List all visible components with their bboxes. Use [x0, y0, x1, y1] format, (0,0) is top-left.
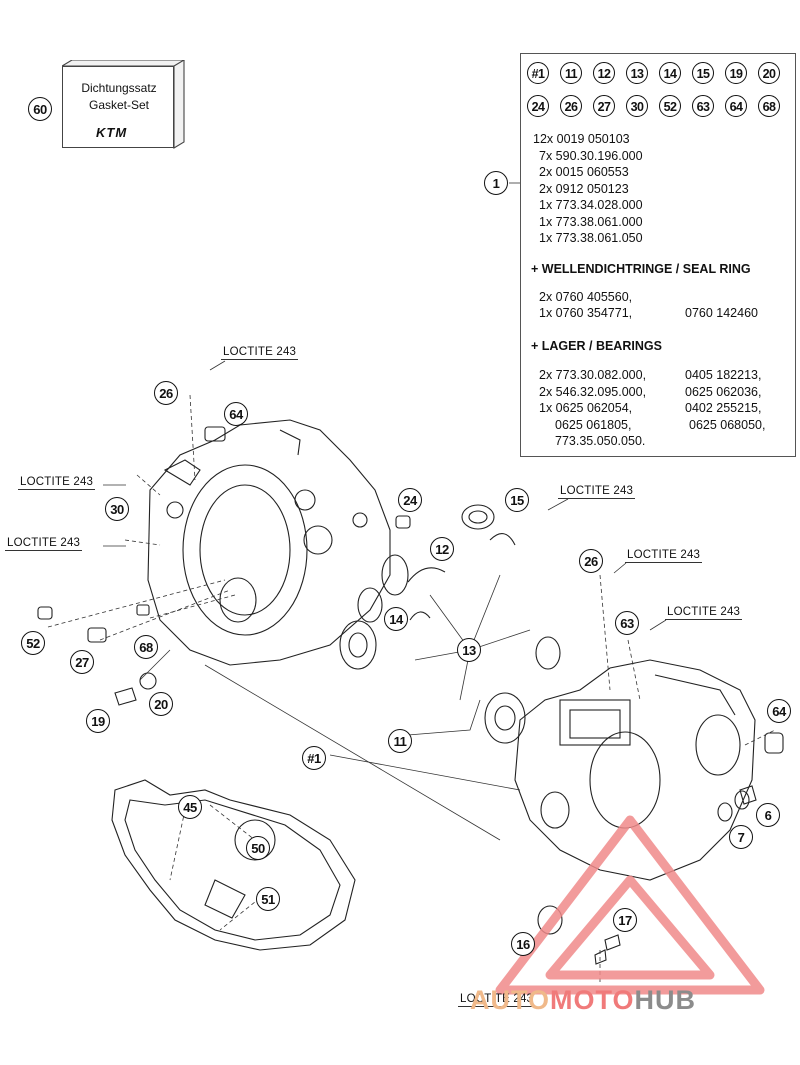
- callout-51: 51: [256, 887, 280, 911]
- callout-64: 64: [224, 402, 248, 426]
- callout-26: 26: [154, 381, 178, 405]
- part-number-line: 1x 773.38.061.000: [539, 214, 643, 229]
- part-number-line: 2x 0912 050123: [539, 181, 629, 196]
- callout-13: 13: [457, 638, 481, 662]
- bearing-line: 1x 0625 062054,: [539, 401, 633, 415]
- parts-box-callout: 13: [626, 62, 648, 84]
- callout-45: 45: [178, 795, 202, 819]
- callout-27: 27: [70, 650, 94, 674]
- callout-68: 68: [134, 635, 158, 659]
- gasket-set-box: Dichtungssatz Gasket-Set KTM: [62, 60, 186, 149]
- callout-1-hash: #1: [302, 746, 326, 770]
- loctite-label: LOCTITE 243: [665, 606, 743, 620]
- callout-60: 60: [28, 97, 52, 121]
- parts-box-callout: 26: [560, 95, 582, 117]
- parts-box-callout: 27: [593, 95, 615, 117]
- parts-box-callout: 68: [758, 95, 780, 117]
- part-number-line: 1x 773.38.061.050: [539, 231, 643, 245]
- watermark-moto: MOTO: [550, 985, 635, 1015]
- callout-24: 24: [398, 488, 422, 512]
- parts-box-callout: 24: [527, 95, 549, 117]
- callout-26: 26: [579, 549, 603, 573]
- parts-box-callout: 64: [725, 95, 747, 117]
- parts-box-callout: 19: [725, 62, 747, 84]
- loctite-label: LOCTITE 243: [558, 485, 636, 499]
- parts-box-callout: 11: [560, 62, 582, 84]
- bearing-line: 0625 061805,: [555, 417, 632, 432]
- callout-11: 11: [388, 729, 412, 753]
- loctite-label: LOCTITE 243: [18, 476, 96, 490]
- bearing-line: 0402 255215,: [685, 401, 762, 415]
- part-number-line: 7x 590.30.196.000: [539, 148, 643, 163]
- ktm-logo: KTM: [96, 125, 128, 140]
- callout-15: 15: [505, 488, 529, 512]
- parts-box-callout: 63: [692, 95, 714, 117]
- callout-16: 16: [511, 932, 535, 956]
- right-crankcase-half: [514, 659, 756, 881]
- parts-list-box: #1 11 12 13 14 15 19 20 24 26 27 30 52 63 64 68 12x 00…: [520, 53, 796, 457]
- callout-1: 1: [484, 171, 508, 195]
- callout-52: 52: [21, 631, 45, 655]
- seal-extra: 0760 142460: [685, 306, 758, 320]
- seal-line: 2x 0760 405560,: [539, 290, 633, 304]
- callout-row-1: #1 11 12 13 14 15 19 20: [527, 62, 793, 86]
- callout-30: 30: [105, 497, 129, 521]
- parts-box-callout: 30: [626, 95, 648, 117]
- part-number-line: 12x 0019 050103: [533, 132, 630, 146]
- bearings-heading: + LAGER / BEARINGS: [531, 339, 662, 353]
- bearing-line: 0625 068050,: [689, 417, 766, 432]
- loctite-label: LOCTITE 243: [458, 993, 536, 1007]
- callout-7: 7: [729, 825, 753, 849]
- callout-17: 17: [613, 908, 637, 932]
- callout-14: 14: [384, 607, 408, 631]
- loctite-label: LOCTITE 243: [221, 346, 299, 360]
- bearing-line: 0405 182213,: [685, 368, 762, 382]
- part-number-line: 2x 0015 060553: [539, 165, 629, 179]
- parts-box-callout: #1: [527, 62, 549, 84]
- gasket-outline: [111, 779, 356, 951]
- seal-ring-heading: + WELLENDICHTRINGE / SEAL RING: [531, 262, 751, 276]
- gasket-set-front: Dichtungssatz Gasket-Set KTM: [62, 66, 174, 148]
- parts-box-callout: 15: [692, 62, 714, 84]
- parts-box-callout: 14: [659, 62, 681, 84]
- parts-box-callout: 20: [758, 62, 780, 84]
- parts-box-callout: 52: [659, 95, 681, 117]
- watermark-text: AUTOMOTOHUB: [470, 985, 696, 1016]
- seal-line: 1x 0760 354771,: [539, 306, 633, 320]
- watermark-hub: HUB: [634, 985, 697, 1015]
- gasket-set-label-en: Gasket-Set: [88, 98, 150, 112]
- watermark-auto: AUTO: [470, 985, 551, 1015]
- loctite-label: LOCTITE 243: [625, 549, 703, 563]
- gasket-set-label-de: Dichtungssatz: [81, 81, 157, 95]
- bearing-line: 0625 062036,: [685, 384, 762, 399]
- left-crankcase-half: [147, 419, 391, 666]
- loctite-label: LOCTITE 243: [5, 537, 83, 551]
- parts-box-callout: 12: [593, 62, 615, 84]
- callout-12: 12: [430, 537, 454, 561]
- callout-row-2: 24 26 27 30 52 63 64 68: [527, 95, 793, 119]
- callout-19: 19: [86, 709, 110, 733]
- bearing-line: 2x 773.30.082.000,: [539, 368, 647, 382]
- callout-63: 63: [615, 611, 639, 635]
- watermark-triangle: [495, 815, 765, 995]
- callout-64: 64: [767, 699, 791, 723]
- bearing-line: 773.35.050.050.: [555, 434, 646, 448]
- part-number-line: 1x 773.34.028.000: [539, 198, 643, 212]
- callout-50: 50: [246, 836, 270, 860]
- callout-20: 20: [149, 692, 173, 716]
- bearing-line: 2x 546.32.095.000,: [539, 384, 647, 399]
- callout-6: 6: [756, 803, 780, 827]
